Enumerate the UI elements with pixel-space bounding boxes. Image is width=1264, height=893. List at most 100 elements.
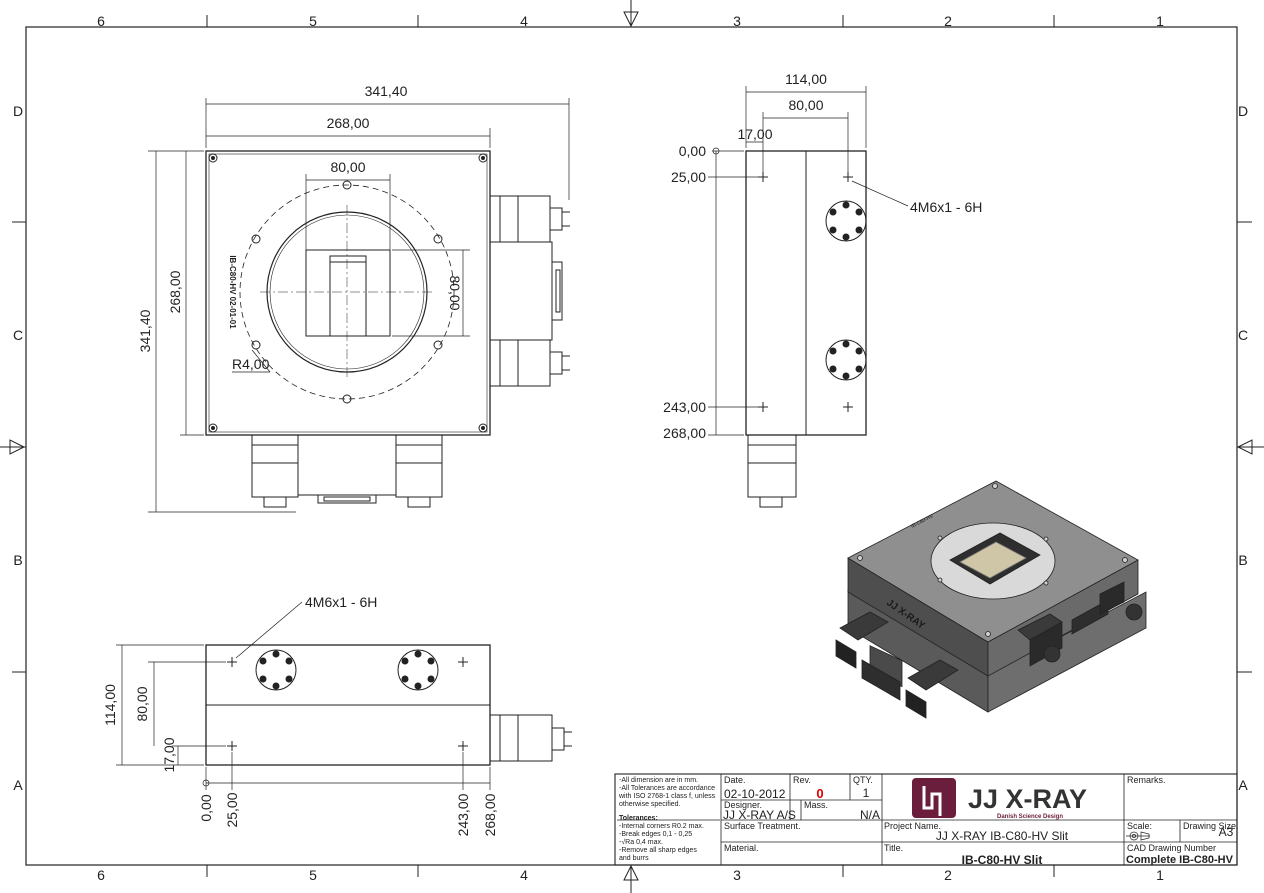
iso-left-connectors [835,611,959,719]
bottom-connectors [251,434,443,508]
surface-label: Surface Treatment. [724,821,801,831]
dim-hole-spacing-vertical: 80,00 [447,275,463,310]
row-label: D [13,103,23,119]
front-view: IB-C80-HV 02-01-01 [205,150,570,508]
part-engraving: IB-C80-HV 02-01-01 [228,255,237,329]
thread-callout: 4M6x1 - 6H [305,594,377,610]
drawing-size-label: Drawing Size. [1183,821,1239,831]
dim-v: 80,00 [134,686,150,721]
dim-x: 268,00 [482,793,498,836]
title-value: IB-C80-HV Slit [962,853,1043,867]
rev-value: 0 [816,786,823,801]
right-connectors [489,195,570,387]
project-label: Project Name. [884,821,941,831]
row-label: A [13,777,23,793]
col-label: 3 [733,867,741,883]
mass-label: Mass. [804,800,828,810]
company-logo: JJ X-RAY Danish Science Design [912,778,1087,820]
dim-radius: R4,00 [232,356,270,372]
general-note: -All dimension are in mm. [619,777,698,784]
corner-screws [208,153,488,433]
col-label: 5 [309,867,317,883]
dim-height-body: 268,00 [167,270,183,313]
row-label: B [1238,552,1247,568]
tolerance-note: -Remove all sharp edges [619,847,697,854]
bolt-holes [251,180,443,404]
col-label: 1 [1156,13,1164,29]
mass-value: N/A [860,808,880,822]
front-view-dimension-text: 341,40 268,00 80,00 341,40 268,00 80,00 … [137,83,463,372]
col-label: 2 [944,13,952,29]
side-flange-holes [829,201,863,380]
side-view-dimension-text: 114,00 80,00 17,00 0,00 25,00 243,00 268… [663,71,982,441]
side-view [745,150,867,508]
remarks-label: Remarks. [1127,775,1166,785]
general-note: with ISO 2768-1 class f, unless [618,793,716,800]
dim-side-offset: 17,00 [737,126,772,142]
tolerance-note: and burrs [619,855,649,862]
side-view-dimensions [708,86,909,436]
designer-value: JJ X-RAY A/S [723,808,796,822]
title-label: Title. [884,843,903,853]
iso-view: JJ X-RAY IB-C80-HV [835,480,1147,719]
cad-number: Complete IB-C80-HV [1126,854,1234,866]
col-label: 6 [97,13,105,29]
tolerance-note: -Break edges 0,1 - 0,25 [619,831,692,838]
bottom-view [205,644,572,766]
dim-y-position: 243,00 [663,399,706,415]
title-block-text: -All dimension are in mm. -All Tolerance… [618,775,1239,867]
col-label: 6 [97,867,105,883]
dim-x: 0,00 [198,794,214,821]
date-label: Date. [724,775,746,785]
dim-x: 243,00 [455,793,471,836]
col-label: 4 [520,867,528,883]
row-label: D [1238,103,1248,119]
cad-label: CAD Drawing Number [1127,843,1216,853]
col-label: 3 [733,13,741,29]
row-label: C [1238,327,1248,343]
dim-y-position: 268,00 [663,425,706,441]
dim-x: 25,00 [224,792,240,827]
col-label: 4 [520,13,528,29]
side-connector [747,434,797,508]
dim-width-outer: 341,40 [365,83,408,99]
dim-width-total: 114,00 [785,71,827,87]
dim-y-position: 0,00 [679,143,706,159]
tolerance-note: -Internal corners R0.2 max. [619,823,704,830]
qty-label: QTY. [853,775,873,785]
dim-side-hole-spacing: 80,00 [788,97,823,113]
general-note: -All Tolerances are accordance [619,785,715,792]
dim-v: 17,00 [161,737,177,772]
row-label: C [13,327,23,343]
dim-v: 114,00 [102,684,118,726]
qty-value: 1 [863,786,870,800]
bottom-view-dimension-text: 4M6x1 - 6H 114,00 80,00 17,00 0,00 25,00… [102,594,498,836]
col-label: 5 [309,13,317,29]
dim-width-body: 268,00 [327,115,370,131]
material-label: Material. [724,843,759,853]
front-view-dimensions [148,98,570,513]
bottom-flange-holes [259,650,435,690]
dim-y-position: 25,00 [671,169,706,185]
grid-labels: 6 5 4 3 2 1 6 5 4 3 2 1 D C B A D C B A [13,13,1248,883]
logo-tagline: Danish Science Design [997,814,1063,820]
col-label: 2 [944,867,952,883]
bottom-right-connector [489,714,572,762]
tolerances-heading: Tolerances: [619,815,658,822]
date-value: 02-10-2012 [724,787,786,801]
bottom-tapped-holes [227,657,468,751]
rev-label: Rev. [793,775,811,785]
projection-symbol-icon [1126,831,1150,841]
general-note: otherwise specified. [619,801,681,808]
col-label: 1 [1156,867,1164,883]
tolerance-note: -√Ra 0,4 max. [619,838,663,846]
dim-hole-spacing: 80,00 [330,159,365,175]
iso-right-connectors [1017,581,1143,667]
thread-callout: 4M6x1 - 6H [910,199,982,215]
title-block [614,773,1238,866]
bottom-view-dimensions [116,601,491,790]
designer-label: Designer. [724,800,762,810]
project-value: JJ X-RAY IB-C80-HV Slit [936,829,1069,843]
